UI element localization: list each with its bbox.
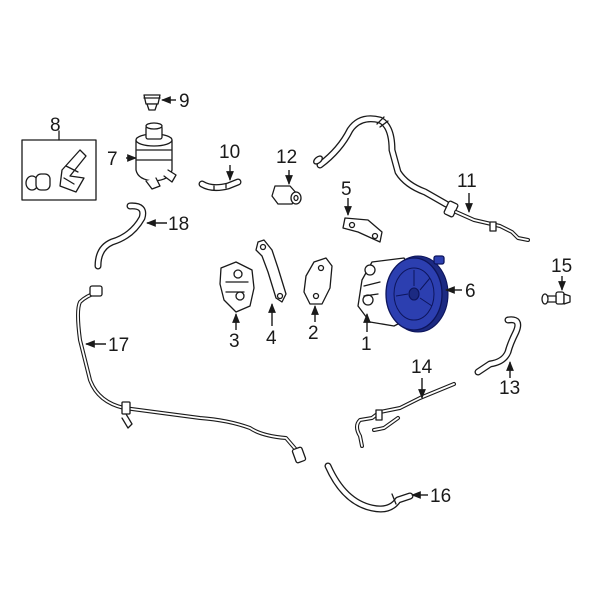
callout-5[interactable]: 5	[341, 179, 352, 200]
callout-7[interactable]: 7	[107, 149, 118, 170]
part-7-reservoir[interactable]	[135, 122, 177, 190]
part-14-cooler-line[interactable]	[355, 382, 456, 448]
part-18-return-hose[interactable]	[94, 202, 147, 270]
callout-9[interactable]: 9	[179, 91, 190, 112]
kit-box	[21, 139, 97, 201]
kit-clamp	[59, 149, 87, 193]
part-13-hose[interactable]	[474, 316, 522, 376]
part-5-bracket[interactable]	[342, 217, 383, 243]
part-11-pressure-hose[interactable]	[312, 115, 530, 242]
part-15-connector[interactable]	[541, 291, 571, 305]
part-8-hardware-kit[interactable]	[21, 139, 97, 201]
callout-4[interactable]: 4	[266, 328, 277, 349]
callout-12[interactable]: 12	[276, 147, 297, 168]
part-10-hose[interactable]	[198, 178, 242, 192]
kit-grommet	[35, 173, 51, 191]
part-6-pulley[interactable]	[385, 255, 449, 333]
callout-10[interactable]: 10	[219, 142, 240, 163]
callout-15[interactable]: 15	[551, 256, 572, 277]
callout-18[interactable]: 18	[168, 214, 189, 235]
callout-3[interactable]: 3	[229, 331, 240, 352]
callout-6[interactable]: 6	[465, 281, 476, 302]
part-16-hose[interactable]	[324, 462, 414, 513]
callout-17[interactable]: 17	[108, 335, 129, 356]
part-4-brace[interactable]	[255, 239, 287, 303]
part-2-bracket[interactable]	[303, 257, 333, 305]
part-9-cap[interactable]	[143, 94, 161, 111]
callout-8[interactable]: 8	[50, 115, 61, 136]
part-3-mount-bracket[interactable]	[219, 261, 255, 313]
callout-1[interactable]: 1	[361, 334, 372, 355]
part-17-return-line[interactable]	[76, 285, 307, 464]
part-12-bushing[interactable]	[271, 185, 302, 205]
callout-13[interactable]: 13	[499, 378, 520, 399]
callout-16[interactable]: 16	[430, 486, 451, 507]
callout-11[interactable]: 11	[457, 171, 477, 192]
callout-14[interactable]: 14	[411, 357, 433, 378]
callout-2[interactable]: 2	[308, 323, 319, 344]
